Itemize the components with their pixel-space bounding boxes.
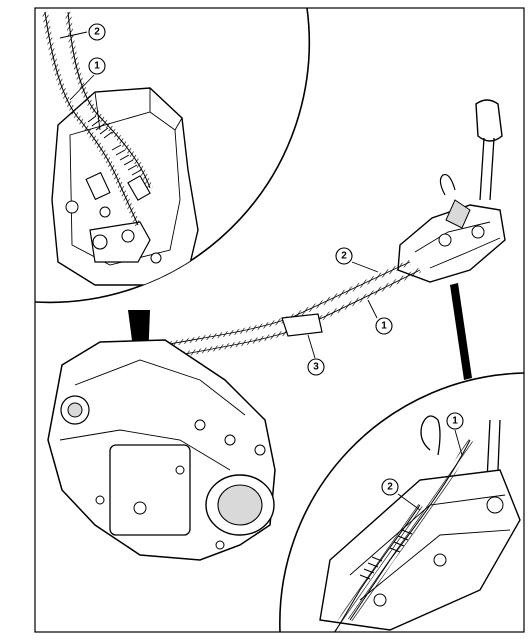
selector-housing <box>109 444 191 536</box>
callout-bottom-1: 1 <box>446 412 464 456</box>
gearbox <box>47 339 276 561</box>
cable-clip <box>281 313 323 337</box>
svg-text:3: 3 <box>313 362 319 373</box>
bottom-inset <box>279 372 525 633</box>
gear-lever-assembly <box>397 99 506 283</box>
svg-text:1: 1 <box>381 321 387 332</box>
gear-stick <box>479 137 495 201</box>
top-inset-border <box>34 7 311 304</box>
callout-main-3: 3 <box>307 334 325 376</box>
callout-top-2: 2 <box>59 23 106 41</box>
callout-top-1: 1 <box>69 57 106 101</box>
bottom-inset-pointer <box>450 283 472 380</box>
svg-text:2: 2 <box>387 482 393 493</box>
svg-text:2: 2 <box>94 27 100 38</box>
top-inset <box>34 7 311 304</box>
gear-knob <box>475 99 503 142</box>
callout-main-1: 1 <box>367 299 393 335</box>
svg-text:1: 1 <box>94 61 100 72</box>
callout-main-2: 2 <box>335 247 379 273</box>
svg-text:1: 1 <box>452 416 458 427</box>
gearbox-housing-closeup <box>51 87 199 286</box>
svg-text:2: 2 <box>341 251 347 262</box>
bottom-inset-border <box>279 372 525 633</box>
callout-bottom-2: 2 <box>381 478 421 511</box>
